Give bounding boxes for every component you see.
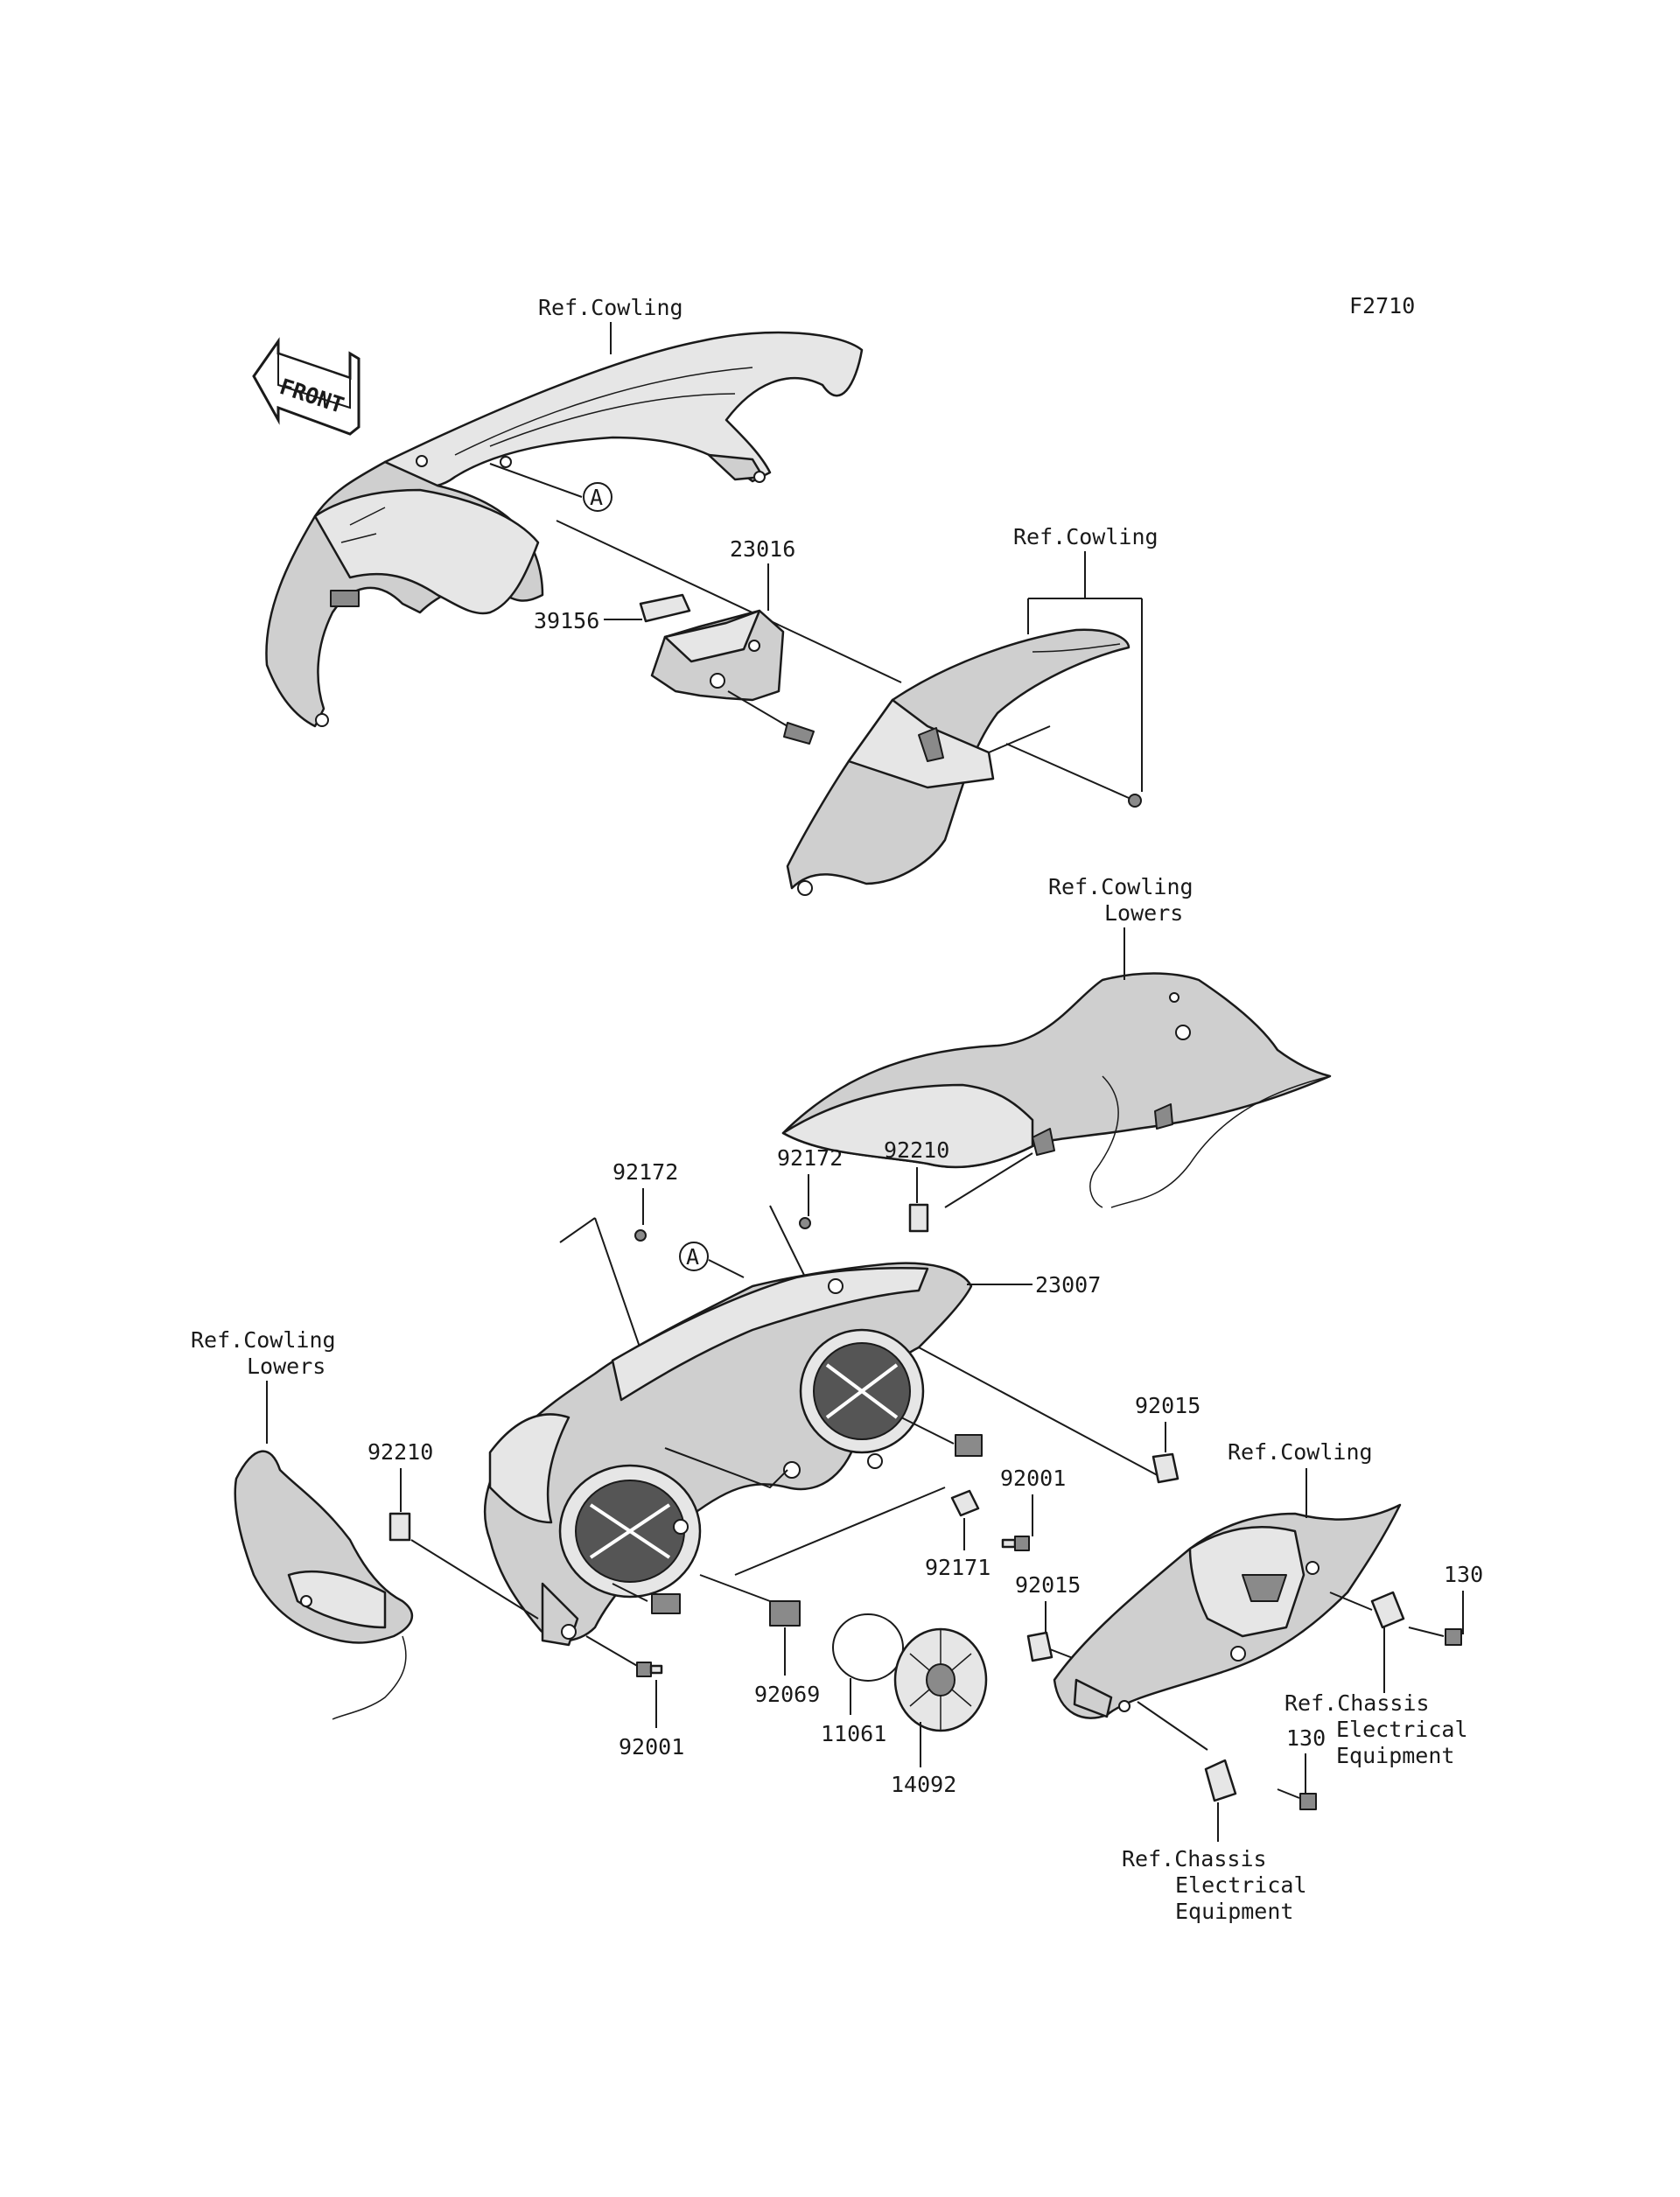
front-arrow-icon: FRONT — [252, 337, 360, 436]
ref-chassis-bottom-line2: Electrical — [1175, 1872, 1307, 1898]
clip-icon — [634, 1229, 647, 1242]
bolt-130-bottom-drawing — [1277, 1788, 1317, 1810]
part-92210-top: 92210 — [884, 1137, 949, 1163]
lower-cowling-right-drawing — [1053, 1503, 1402, 1719]
part-92015-mid: 92015 — [1015, 1572, 1081, 1598]
part-39156: 39156 — [534, 608, 599, 633]
svg-text:A: A — [686, 1244, 699, 1270]
ref-cowling-bottom: Ref.Cowling — [1228, 1439, 1373, 1465]
ref-cowling-lowers-right-line1: Ref.Cowling — [1048, 874, 1194, 899]
bolt-92001-bottom-drawing — [636, 1662, 663, 1677]
ref-cowling-right: Ref.Cowling — [1013, 524, 1158, 549]
part-92171: 92171 — [925, 1555, 990, 1580]
o-ring-11061-drawing — [832, 1613, 904, 1682]
ref-cowling-top: Ref.Cowling — [538, 295, 683, 320]
part-23007: 23007 — [1035, 1272, 1101, 1298]
part-92001-right: 92001 — [1000, 1466, 1066, 1491]
cap-14092-drawing — [893, 1627, 988, 1732]
diagram-code: F2710 — [1349, 293, 1415, 318]
upper-cowling-drawing — [265, 331, 864, 728]
screw-icon — [1128, 794, 1142, 808]
pad-39156-drawing — [639, 593, 691, 623]
ref-cowling-lowers-right-line2: Lowers — [1104, 900, 1183, 926]
part-14092: 14092 — [891, 1772, 956, 1797]
ref-chassis-bottom-line3: Equipment — [1175, 1899, 1293, 1924]
ref-mark-a-mid: A — [679, 1242, 745, 1278]
ref-cowling-lowers-left-line1: Ref.Cowling — [191, 1327, 336, 1353]
bolt-92001-right-drawing — [1001, 1536, 1030, 1551]
clamp-92171-icon — [950, 1489, 980, 1517]
part-92210-left: 92210 — [368, 1439, 433, 1465]
part-92015-top: 92015 — [1135, 1393, 1200, 1418]
part-130-top: 130 — [1444, 1562, 1483, 1587]
part-92172-left: 92172 — [612, 1159, 678, 1185]
part-130-bottom: 130 — [1286, 1725, 1326, 1751]
part-92001-bottom: 92001 — [619, 1734, 684, 1760]
bolt-130-top-drawing — [1408, 1627, 1462, 1646]
part-92172-right: 92172 — [777, 1145, 843, 1171]
nut-icon — [388, 1512, 411, 1542]
grommet-icon — [1152, 1452, 1180, 1484]
stay-bracket-23016-drawing — [650, 609, 815, 745]
svg-text:A: A — [590, 485, 603, 510]
relay-box-right-icon — [1370, 1591, 1405, 1629]
ref-chassis-right-line2: Electrical — [1336, 1717, 1468, 1742]
grommet-icon — [1026, 1631, 1054, 1662]
headlight-assembly-23007-drawing — [483, 1262, 983, 1647]
clip-icon — [799, 1217, 811, 1229]
nut-icon — [908, 1203, 929, 1233]
ref-chassis-bottom-line1: Ref.Chassis — [1122, 1846, 1267, 1872]
ref-cowling-lowers-left-line2: Lowers — [247, 1354, 326, 1379]
part-11061: 11061 — [821, 1721, 886, 1746]
part-92069: 92069 — [754, 1682, 820, 1707]
ref-chassis-right-line1: Ref.Chassis — [1284, 1690, 1430, 1716]
ref-mark-a-top: A — [489, 463, 612, 512]
inner-cowling-drawing — [786, 628, 1130, 896]
ref-chassis-right-line3: Equipment — [1336, 1743, 1454, 1768]
relay-box-bottom-icon — [1204, 1759, 1237, 1802]
part-23016: 23016 — [730, 536, 795, 562]
cowling-lowers-left-drawing — [234, 1450, 413, 1720]
cowling-lowers-right-drawing — [781, 972, 1332, 1208]
